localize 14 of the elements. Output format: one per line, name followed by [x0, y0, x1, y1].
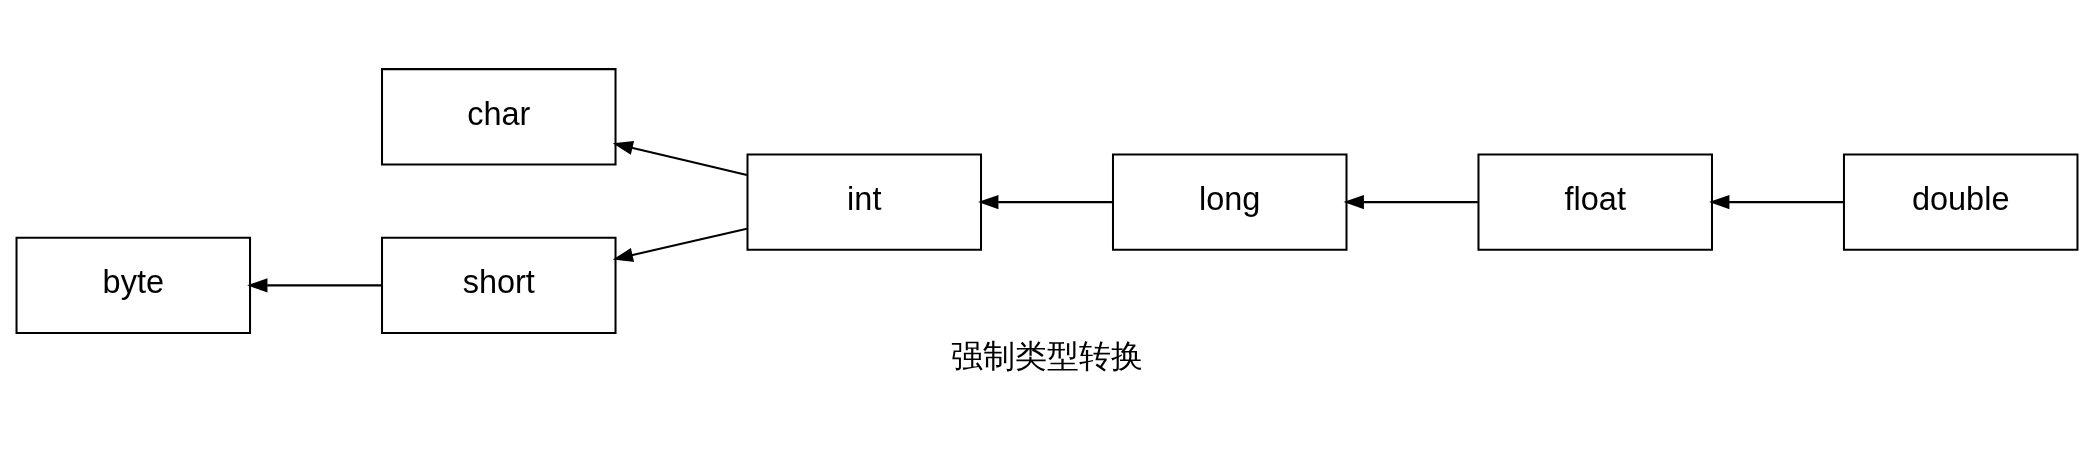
arrow — [612, 140, 748, 176]
node-box: int — [746, 152, 983, 251]
node-box: char — [381, 67, 617, 166]
arrow — [1709, 194, 1844, 209]
arrow — [1343, 194, 1478, 209]
node-box: short — [381, 236, 617, 334]
arrow — [612, 227, 748, 262]
node-box: float — [1477, 152, 1713, 251]
node-box: long — [1111, 152, 1348, 251]
node-box: double — [1842, 152, 2079, 251]
arrow — [978, 194, 1113, 209]
arrow — [247, 277, 382, 292]
node-box: byte — [15, 236, 252, 334]
caption: 强制类型转换 — [951, 337, 1143, 374]
